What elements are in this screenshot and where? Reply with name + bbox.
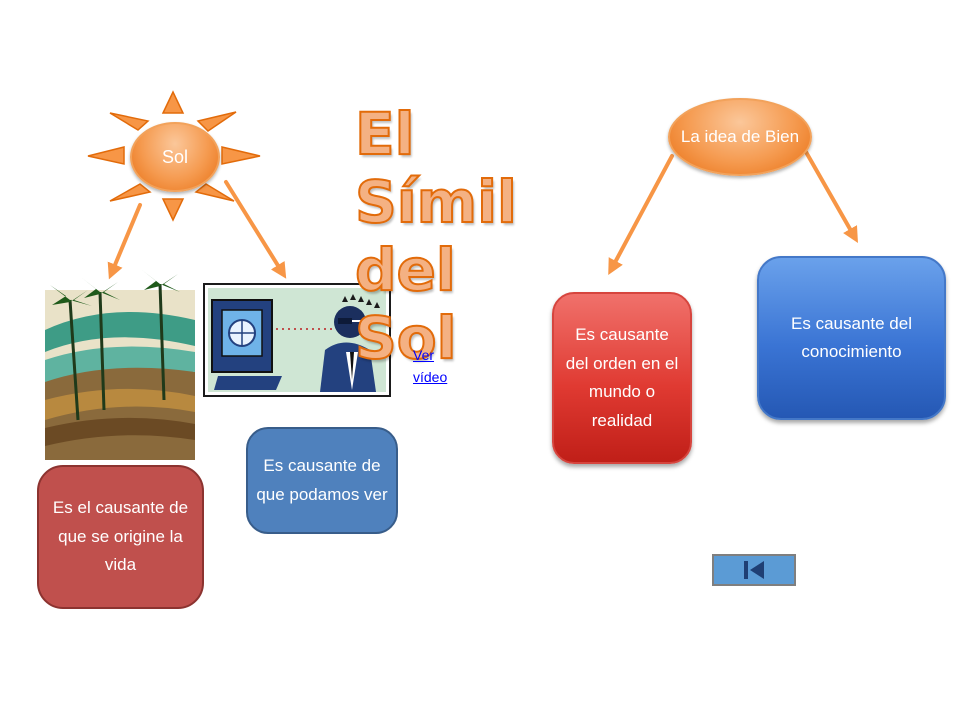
- sight-box-text: Es causante de que podamos ver: [256, 456, 388, 504]
- life-box-text: Es el causante de que se origine la vida: [52, 498, 189, 575]
- sun-rays: [87, 90, 261, 222]
- arrow-good-to-order: [608, 154, 674, 276]
- slide-title: El Símil del Sol: [354, 99, 518, 373]
- arrow-sun-to-life: [107, 203, 142, 280]
- sun-node: Sol: [130, 122, 220, 192]
- connector-arrows: [107, 150, 858, 280]
- arrow-sun-to-sight: [224, 180, 287, 279]
- good-idea-label: La idea de Bien: [680, 127, 800, 146]
- life-box: Es el causante de que se origine la vida: [37, 465, 204, 609]
- landscape-illustration: [45, 270, 195, 460]
- sun-ray-bottom-right: [194, 183, 235, 202]
- sun-ray-bottom-left: [109, 183, 152, 202]
- sun-ray-top: [161, 90, 185, 114]
- vision-illustration: [203, 283, 391, 397]
- sun-ray-right: [221, 146, 261, 165]
- sun-ray-bottom: [161, 198, 185, 222]
- sun-ray-top-right: [196, 111, 237, 132]
- sight-box: Es causante de que podamos ver: [246, 427, 398, 534]
- watch-video-link[interactable]: Ver vídeo: [413, 347, 448, 385]
- skip-back-icon: [744, 561, 764, 579]
- arrow-good-to-knowledge: [804, 150, 858, 243]
- good-idea-node: La idea de Bien: [668, 98, 812, 176]
- order-box-text: Es causante del orden en el mundo o real…: [565, 325, 679, 430]
- sun-ray-left: [87, 146, 125, 165]
- back-nav-button[interactable]: [712, 554, 796, 586]
- order-box: Es causante del orden en el mundo o real…: [552, 292, 692, 464]
- sun-label: Sol: [161, 146, 188, 167]
- sun-ray-top-left: [109, 112, 150, 131]
- knowledge-box-text: Es causante del conocimiento: [791, 313, 912, 362]
- knowledge-box: Es causante del conocimiento: [757, 256, 946, 420]
